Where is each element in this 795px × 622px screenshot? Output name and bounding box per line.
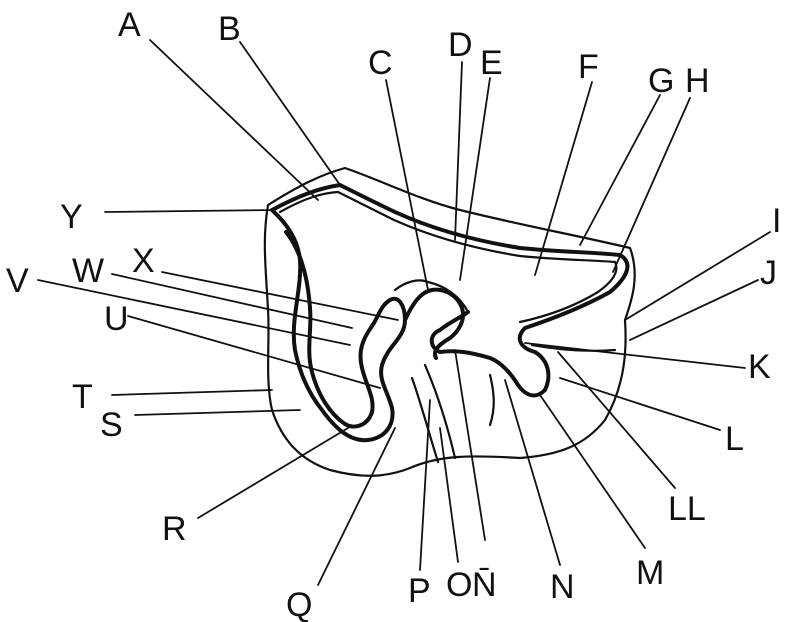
label-T: T	[72, 378, 93, 416]
label-H: H	[685, 62, 710, 100]
label-Y: Y	[60, 198, 83, 236]
labels: A B C D E F G H I J K L LL M N N̄ O P Q …	[6, 6, 781, 622]
leader-T	[112, 390, 272, 395]
leader-A	[150, 40, 318, 200]
leader-I	[625, 232, 770, 320]
label-W: W	[72, 252, 104, 290]
label-O: O	[446, 566, 472, 604]
leader-B	[240, 42, 340, 185]
leader-G	[580, 95, 660, 245]
label-C: C	[368, 44, 393, 82]
leader-H	[613, 98, 690, 272]
leader-F	[535, 82, 592, 275]
leader-R	[198, 428, 348, 518]
leader-J	[630, 280, 758, 340]
label-I: I	[772, 202, 781, 240]
label-NN: N̄	[472, 566, 497, 604]
label-D: D	[448, 26, 473, 64]
leader-U	[128, 316, 380, 388]
leader-LL	[558, 352, 675, 488]
label-Q: Q	[286, 586, 312, 622]
label-U: U	[104, 300, 129, 338]
label-N: N	[550, 568, 575, 606]
label-A: A	[118, 6, 141, 44]
label-R: R	[162, 510, 187, 548]
label-B: B	[218, 10, 241, 48]
label-X: X	[132, 242, 155, 280]
leader-N	[505, 380, 560, 565]
central-fold-inner	[395, 280, 468, 312]
leader-C	[386, 80, 428, 290]
leader-Y	[105, 210, 274, 212]
label-P: P	[408, 572, 431, 610]
label-F: F	[578, 48, 599, 86]
leader-L	[560, 378, 720, 430]
leader-S	[135, 410, 300, 415]
lower-strand-3	[490, 375, 494, 425]
leader-O	[440, 428, 458, 562]
label-LL: LL	[668, 490, 706, 528]
label-J: J	[760, 254, 777, 292]
label-L: L	[725, 420, 744, 458]
leader-D	[455, 62, 462, 240]
label-K: K	[748, 348, 771, 386]
upper-inner-band	[280, 192, 616, 322]
label-V: V	[6, 262, 29, 300]
leader-P	[420, 400, 430, 570]
leader-NN	[455, 350, 485, 540]
label-S: S	[100, 406, 123, 444]
label-M: M	[636, 554, 664, 592]
label-G: G	[648, 62, 674, 100]
leader-Q	[318, 428, 395, 585]
leader-M	[540, 395, 645, 548]
leader-K	[525, 343, 745, 368]
label-E: E	[480, 44, 503, 82]
